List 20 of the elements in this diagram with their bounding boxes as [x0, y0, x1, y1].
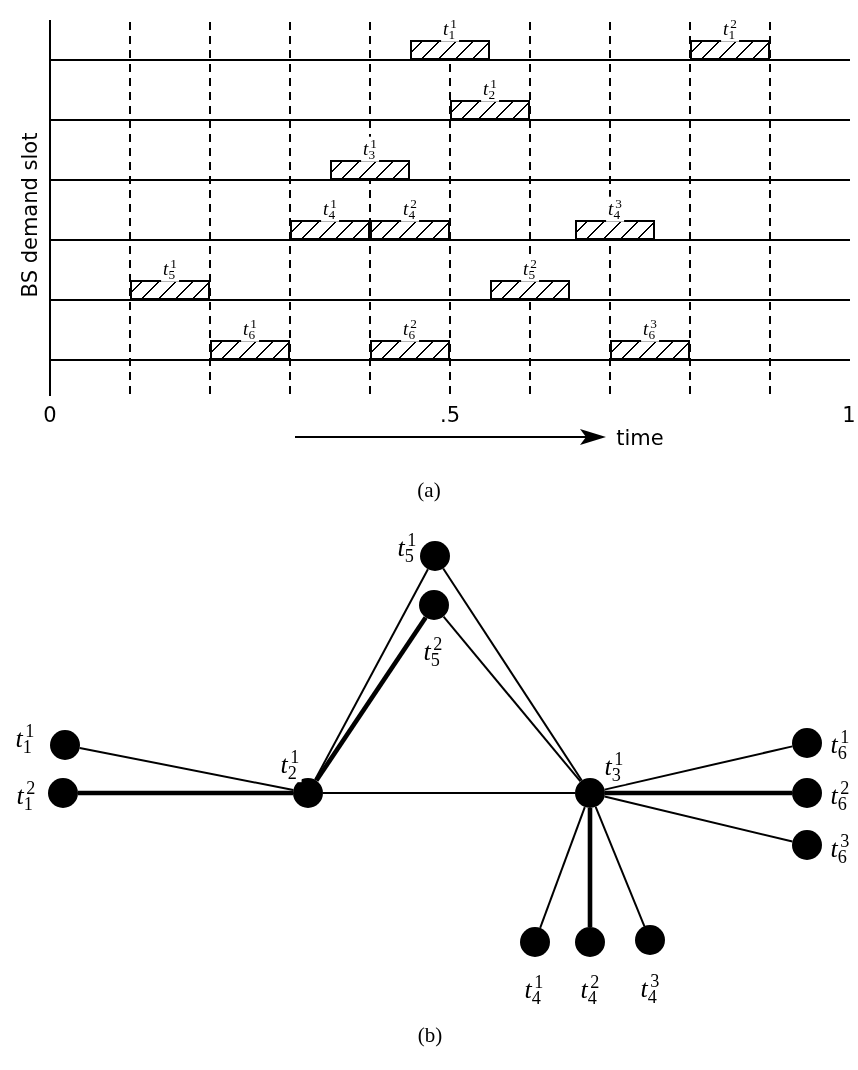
graph-edge [539, 806, 586, 929]
graph-edge [314, 616, 428, 782]
graph-edge [603, 795, 794, 843]
subfigure-label: (b) [417, 1024, 443, 1046]
tick-label: .5 [440, 404, 460, 426]
graph-edge [587, 808, 593, 927]
tick-label: 1 [842, 404, 856, 426]
graph-edge [322, 792, 576, 794]
axis-title: BS demand slot [19, 132, 41, 298]
graph-edge [603, 745, 794, 791]
subfigure-label: (a) [417, 479, 441, 501]
graph-edge [605, 790, 792, 796]
graph-edge [78, 790, 293, 796]
tick-label: 0 [43, 404, 57, 426]
graph-edge [314, 568, 429, 781]
axis-title: time [616, 427, 664, 449]
graph-edge [594, 805, 646, 928]
graph-edge [442, 615, 582, 783]
graph-edge [78, 746, 295, 792]
graph-edge [442, 567, 583, 782]
